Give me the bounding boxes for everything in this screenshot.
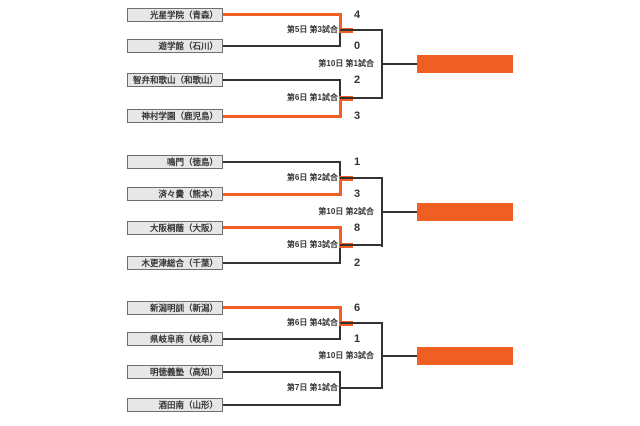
team-score: 2 <box>353 74 361 86</box>
winner-line <box>223 192 342 196</box>
team-score: 4 <box>353 8 361 21</box>
advance-line <box>340 387 382 389</box>
advance-bar <box>417 202 513 221</box>
team-score: 1 <box>353 333 361 345</box>
team-line <box>223 338 341 340</box>
team-score: 3 <box>353 110 361 122</box>
team-name: 木更津総合（千葉） <box>141 258 218 268</box>
advance-line <box>340 244 382 246</box>
advance-bar <box>417 347 513 365</box>
match-schedule-label: 第5日 第3試合 <box>286 25 338 34</box>
winner-line <box>338 13 342 33</box>
team-name: 鳴門（徳島） <box>166 157 218 167</box>
team-score: 1 <box>353 156 361 168</box>
winner-line <box>338 226 342 246</box>
team-box: 新潟明訓（新潟） <box>127 300 223 315</box>
team-score: 8 <box>353 221 361 234</box>
team-box: 神村学園（鹿児島） <box>127 109 223 123</box>
team-name: 大阪桐蔭（大阪） <box>149 222 218 233</box>
advance-line <box>382 355 417 357</box>
team-name: 神村学園（鹿児島） <box>141 111 218 121</box>
match-schedule-label: 第6日 第4試合 <box>286 318 338 327</box>
advance-line <box>340 177 382 179</box>
team-name: 済々黌（熊本） <box>158 189 218 199</box>
team-box: 県岐阜商（岐阜） <box>127 332 223 346</box>
winner-line <box>223 306 342 309</box>
team-line <box>223 79 341 81</box>
team-score: 6 <box>353 301 361 314</box>
team-box: 遊学館（石川） <box>127 38 223 53</box>
team-box: 光星学院（青森） <box>127 7 223 22</box>
match-schedule-label: 第6日 第1試合 <box>286 93 338 102</box>
match-schedule-label: 第6日 第2試合 <box>286 173 338 182</box>
winner-line <box>338 176 342 196</box>
team-score: 0 <box>353 39 361 52</box>
team-line <box>223 262 341 264</box>
team-name: 新潟明訓（新潟） <box>149 302 218 313</box>
team-name: 酒田南（山形） <box>158 399 218 410</box>
team-score: 3 <box>353 188 361 200</box>
winner-line <box>223 13 342 16</box>
team-line <box>223 161 341 163</box>
winner-line <box>338 306 342 326</box>
advance-line <box>382 63 417 65</box>
match-schedule-label: 第7日 第1試合 <box>286 383 338 392</box>
team-box: 明徳義塾（高知） <box>127 365 223 379</box>
team-name: 智弁和歌山（和歌山） <box>132 75 218 85</box>
advance-line <box>340 322 382 324</box>
team-box: 智弁和歌山（和歌山） <box>127 73 223 87</box>
winner-line <box>223 114 342 118</box>
team-name: 県岐阜商（岐阜） <box>149 334 218 344</box>
final-match-schedule-label: 第10日 第1試合 <box>318 59 374 68</box>
team-score: 2 <box>353 257 361 269</box>
final-match-schedule-label: 第10日 第2試合 <box>318 206 374 216</box>
team-line <box>223 371 341 373</box>
advance-line <box>340 97 382 99</box>
winner-line <box>223 226 342 229</box>
match-schedule-label: 第6日 第3試合 <box>286 240 338 249</box>
team-box: 鳴門（徳島） <box>127 155 223 169</box>
team-box: 大阪桐蔭（大阪） <box>127 220 223 235</box>
team-name: 明徳義塾（高知） <box>149 367 218 377</box>
team-name: 遊学館（石川） <box>158 40 218 51</box>
team-box: 木更津総合（千葉） <box>127 256 223 270</box>
final-match-schedule-label: 第10日 第3試合 <box>318 351 374 360</box>
advance-line <box>340 29 382 31</box>
team-box: 酒田南（山形） <box>127 397 223 412</box>
advance-line <box>382 210 417 213</box>
team-name: 光星学院（青森） <box>149 9 218 20</box>
team-line <box>223 403 341 406</box>
team-line <box>223 44 341 47</box>
winner-line <box>338 96 342 118</box>
advance-bar <box>417 55 513 73</box>
team-box: 済々黌（熊本） <box>127 187 223 201</box>
